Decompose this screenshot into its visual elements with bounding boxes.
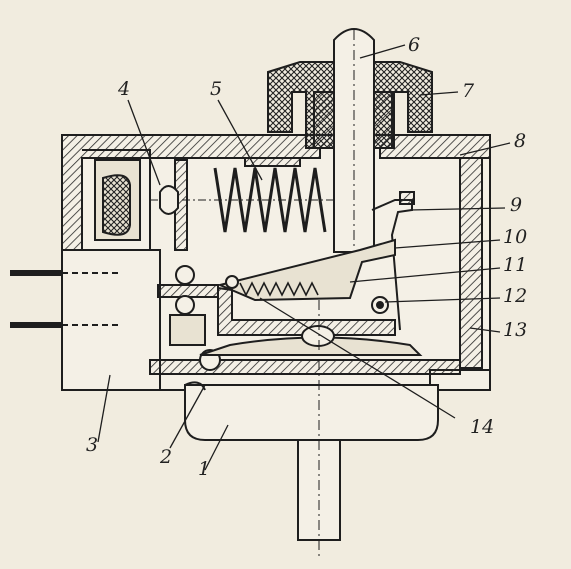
callout-13: 13 — [503, 319, 528, 341]
callout-4: 4 — [118, 78, 131, 100]
callout-14: 14 — [470, 416, 495, 438]
bellows — [184, 325, 439, 441]
callout-1: 1 — [198, 458, 211, 480]
leader-lines — [97, 44, 511, 471]
callout-12: 12 — [503, 285, 528, 307]
callout-10: 10 — [503, 226, 528, 248]
callout-9: 9 — [510, 194, 523, 216]
adjust-shaft — [333, 28, 375, 253]
callout-11: 11 — [503, 254, 528, 276]
callout-7: 7 — [462, 80, 475, 102]
capillary-tube — [297, 300, 341, 560]
callout-2: 2 — [160, 446, 173, 468]
callout-3: 3 — [86, 434, 99, 456]
fixed-contacts — [149, 265, 461, 375]
callout-8: 8 — [514, 130, 527, 152]
range-spring — [150, 157, 335, 251]
terminal-block — [10, 149, 161, 391]
callout-5: 5 — [210, 78, 223, 100]
insulating-wall — [459, 157, 483, 369]
contact-assembly — [216, 238, 396, 336]
callout-6: 6 — [408, 34, 421, 56]
